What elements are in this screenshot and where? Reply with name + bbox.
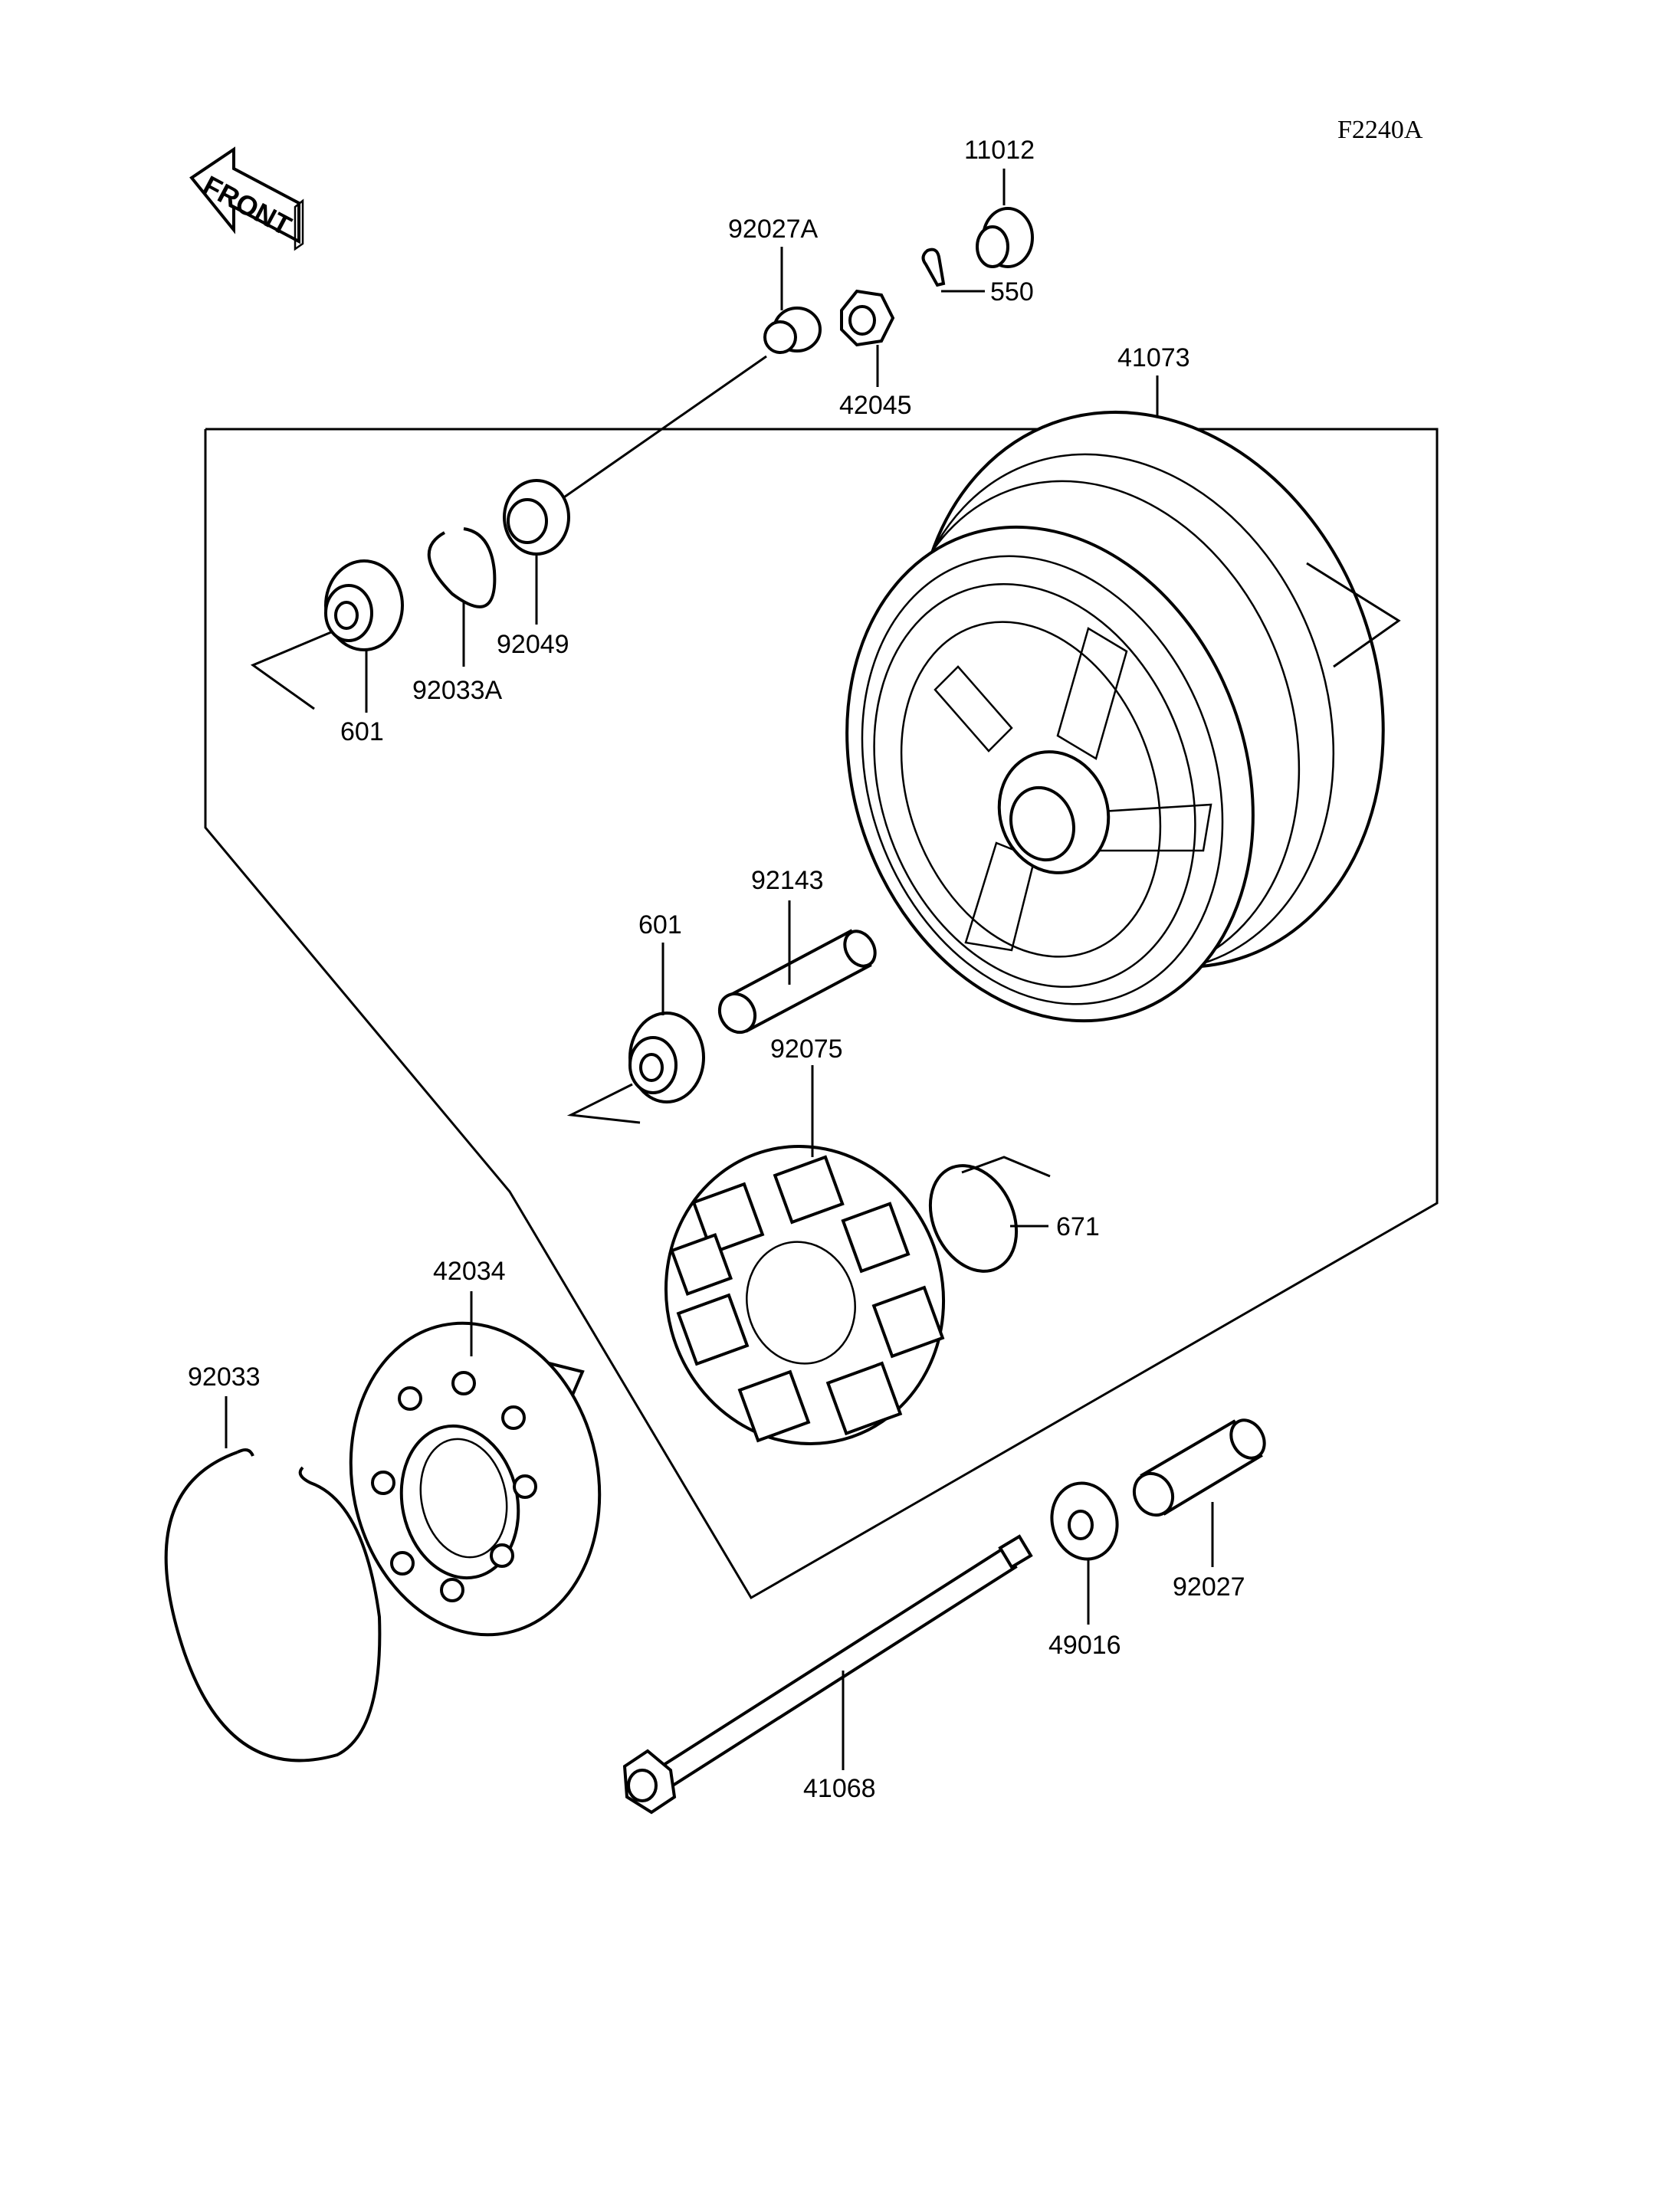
front-arrow-icon: FRONT — [189, 146, 304, 251]
circlip-92033 — [164, 1396, 382, 1763]
label-42034: 42034 — [433, 1257, 506, 1286]
spacer-tube-92027 — [1132, 1418, 1266, 1567]
label-41068: 41068 — [803, 1774, 876, 1803]
label-550: 550 — [990, 277, 1034, 307]
label-671: 671 — [1056, 1212, 1100, 1241]
spacer-92027A — [763, 247, 822, 354]
figure-code: F2240A — [1337, 116, 1423, 144]
oring-671 — [928, 1156, 1051, 1273]
label-49016: 49016 — [1048, 1631, 1121, 1660]
label-92143: 92143 — [751, 866, 824, 895]
seal-92049 — [503, 479, 570, 625]
label-92049: 92049 — [497, 630, 569, 659]
spacer-tube-92143 — [717, 900, 877, 1035]
nut-42045 — [840, 289, 895, 387]
cotter-pin-550 — [921, 248, 985, 293]
wheel-41073 — [845, 410, 1401, 1023]
axle-41068 — [622, 1534, 1033, 1815]
label-92075: 92075 — [770, 1035, 843, 1064]
axis-line — [551, 355, 767, 507]
label-601-mid: 601 — [638, 910, 682, 939]
bearing-601-top — [250, 559, 404, 713]
label-92027A: 92027A — [728, 215, 819, 244]
label-41073: 41073 — [1117, 343, 1190, 372]
washer-49016 — [1050, 1481, 1119, 1625]
circlip-92033A — [427, 527, 497, 667]
label-92033: 92033 — [188, 1362, 261, 1392]
label-601-top: 601 — [340, 717, 384, 746]
label-92033A: 92033A — [412, 676, 503, 705]
collar-11012 — [976, 169, 1034, 268]
label-42045: 42045 — [839, 391, 912, 420]
coupling-42034 — [349, 1291, 602, 1637]
damper-92075 — [664, 1065, 946, 1446]
bearing-601-mid — [566, 943, 705, 1124]
label-92027: 92027 — [1173, 1572, 1245, 1602]
label-11012: 11012 — [964, 136, 1035, 165]
